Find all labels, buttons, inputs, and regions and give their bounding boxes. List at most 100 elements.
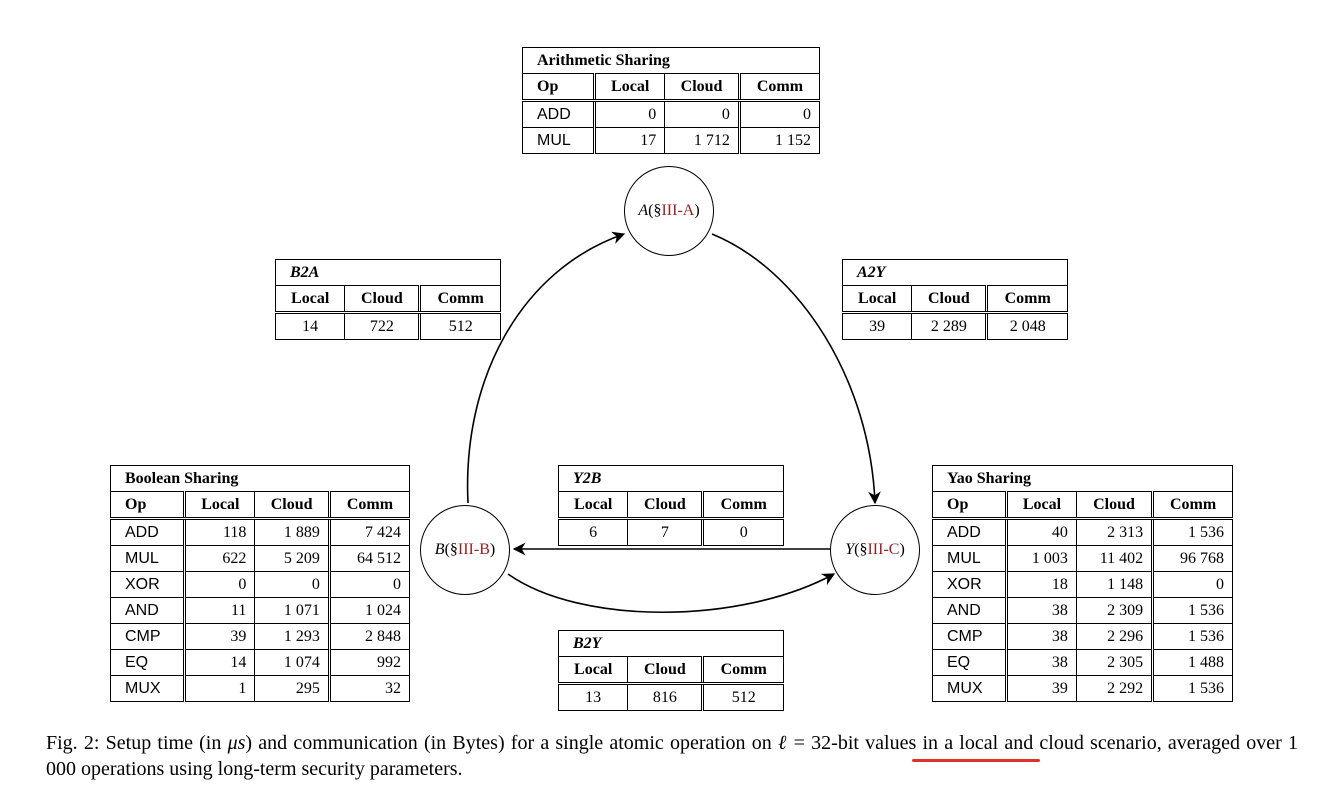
op-cell: MUX xyxy=(931,675,1008,702)
node-y: Y (§III-C) xyxy=(830,505,920,595)
column-header: Comm xyxy=(1151,491,1233,520)
local-cell: 14 xyxy=(183,649,256,676)
local-cell: 38 xyxy=(1005,649,1077,676)
local-cell: 39 xyxy=(841,312,913,340)
local-cell: 38 xyxy=(1005,623,1077,650)
local-cell: 40 xyxy=(1005,518,1077,546)
edge-b-to-y xyxy=(507,573,836,613)
edge-b-to-a xyxy=(466,231,626,504)
op-cell: ADD xyxy=(521,100,596,128)
column-header: Local xyxy=(557,491,629,520)
column-header: Cloud xyxy=(627,491,704,520)
edge-a-to-y xyxy=(711,233,881,505)
local-cell: 39 xyxy=(1005,675,1077,702)
column-header: Comm xyxy=(327,491,411,520)
table-row: MUL 17 1 712 1 152 xyxy=(521,127,821,154)
comm-cell: 1 536 xyxy=(1151,597,1233,624)
comm-cell: 1 536 xyxy=(1151,675,1233,702)
cloud-cell: 2 309 xyxy=(1075,597,1154,624)
node-a-symbol: A xyxy=(638,202,649,219)
comm-cell: 7 424 xyxy=(327,518,411,546)
table-row: 14 722 512 xyxy=(274,312,501,340)
cloud-cell: 1 071 xyxy=(254,597,330,624)
comm-cell: 2 048 xyxy=(985,312,1068,340)
local-cell: 0 xyxy=(593,100,666,128)
a2y-table: A2Y Local Cloud Comm 39 2 289 2 048 xyxy=(841,259,1068,340)
node-b-symbol: B xyxy=(434,541,445,558)
comm-cell: 96 768 xyxy=(1151,545,1233,572)
comm-cell: 512 xyxy=(418,312,501,340)
local-cell: 11 xyxy=(183,597,256,624)
comm-cell: 0 xyxy=(737,100,821,128)
node-b-close: ) xyxy=(489,541,496,558)
b2y-table: B2Y Local Cloud Comm 13 816 512 xyxy=(557,630,784,711)
table-row: 13 816 512 xyxy=(557,683,784,711)
table-row: 39 2 289 2 048 xyxy=(841,312,1068,340)
column-header: Comm xyxy=(701,656,784,685)
comm-cell: 1 152 xyxy=(737,127,821,154)
cloud-cell: 1 293 xyxy=(254,623,330,650)
column-header: Local xyxy=(841,285,913,314)
column-header: Local xyxy=(274,285,346,314)
local-cell: 118 xyxy=(183,518,256,546)
node-y-open: (§ xyxy=(854,541,868,558)
caption-part-3: = 32-bit values in a local and cloud sce… xyxy=(46,732,1299,780)
column-header: Local xyxy=(1005,491,1077,520)
cloud-cell: 1 074 xyxy=(254,649,330,676)
table-title: B2A xyxy=(275,259,501,286)
column-header: Cloud xyxy=(344,285,421,314)
op-cell: ADD xyxy=(109,518,186,546)
cloud-cell: 2 292 xyxy=(1075,675,1154,702)
comm-cell: 992 xyxy=(327,649,411,676)
comm-cell: 1 536 xyxy=(1151,623,1233,650)
comm-cell: 1 536 xyxy=(1151,518,1233,546)
column-header: Op xyxy=(521,73,596,102)
column-header: Local xyxy=(593,73,666,102)
node-b-open: (§ xyxy=(444,541,458,558)
comm-cell: 1 488 xyxy=(1151,649,1233,676)
cloud-cell: 5 209 xyxy=(254,545,330,572)
comm-cell: 0 xyxy=(1151,571,1233,598)
op-cell: XOR xyxy=(109,571,186,598)
local-cell: 14 xyxy=(274,312,346,340)
local-cell: 39 xyxy=(183,623,256,650)
table-row: 6 7 0 xyxy=(557,518,784,546)
local-cell: 18 xyxy=(1005,571,1077,598)
table-title: B2Y xyxy=(558,630,784,657)
local-cell: 13 xyxy=(557,683,629,711)
cloud-cell: 2 289 xyxy=(911,312,988,340)
cloud-cell: 7 xyxy=(627,518,704,546)
node-b-ref: III-B xyxy=(457,541,490,558)
cloud-cell: 722 xyxy=(344,312,421,340)
op-cell: MUL xyxy=(521,127,596,154)
table-title: Yao Sharing xyxy=(932,465,1233,492)
table-title: Boolean Sharing xyxy=(110,465,410,492)
local-cell: 6 xyxy=(557,518,629,546)
comm-cell: 32 xyxy=(327,675,411,702)
column-header: Op xyxy=(109,491,186,520)
cloud-cell: 1 148 xyxy=(1075,571,1154,598)
node-a: A (§III-A) xyxy=(624,166,714,256)
cloud-cell: 816 xyxy=(627,683,704,711)
node-y-ref: III-C xyxy=(867,541,900,558)
cloud-cell: 11 402 xyxy=(1075,545,1154,572)
column-header: Comm xyxy=(985,285,1068,314)
table-title: Arithmetic Sharing xyxy=(522,47,820,74)
op-cell: MUL xyxy=(109,545,186,572)
node-y-symbol: Y xyxy=(845,541,855,558)
caption-part-2: ) and communication (in Bytes) for a sin… xyxy=(245,732,778,754)
arithmetic-sharing-table: Arithmetic Sharing Op Local Cloud Comm A… xyxy=(521,47,821,154)
cloud-cell: 0 xyxy=(254,571,330,598)
